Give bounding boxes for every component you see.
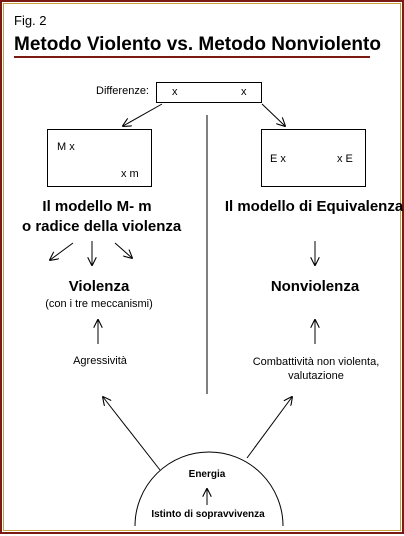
combattivita-line2: valutazione [288,370,344,382]
combattivita-label: Combattività non violenta, valutazione [238,355,394,383]
model-mm-title: Il modello M- m o radice della violenza [22,197,182,237]
energy-dome [134,451,284,527]
arrow-model-right [114,242,132,258]
model-equivalenza-box: E x x E [261,129,366,187]
differenze-x-left: x [172,86,178,98]
model-equivalenza-title: Il modello di Equivalenza [224,198,404,215]
differenze-label: Differenze: [96,85,149,97]
ee-right-label: x E [337,153,353,165]
mm-upper-label: M x [57,141,75,153]
arrow-energy-right [246,397,292,459]
figure-label: Fig. 2 [14,13,47,28]
model-mm-title-line2: o radice della violenza [22,218,182,235]
figure-title: Metodo Violento vs. Metodo Nonviolento [14,34,381,55]
differenze-x-right: x [241,86,247,98]
ee-left-label: E x [270,153,286,165]
arrow-model-left [50,242,74,260]
model-mm-title-line1: Il modello M- m [42,198,152,215]
violenza-heading: Violenza [68,278,130,295]
mm-lower-label: x m [121,168,139,180]
arrow-diff-right [261,103,285,126]
istinto-label: Istinto di sopravvivenza [151,509,265,520]
arrow-energy-left [103,397,161,471]
agressivita-label: Agressività [73,355,127,367]
differenze-box: x x [156,82,262,103]
combattivita-line1: Combattività non violenta, [252,356,380,368]
energia-label: Energia [188,469,226,480]
arrow-diff-left [123,103,163,126]
violenza-subtitle: (con i tre meccanismi) [45,298,153,310]
nonviolenza-heading: Nonviolenza [270,278,360,295]
model-mm-box: M x x m [47,129,152,187]
